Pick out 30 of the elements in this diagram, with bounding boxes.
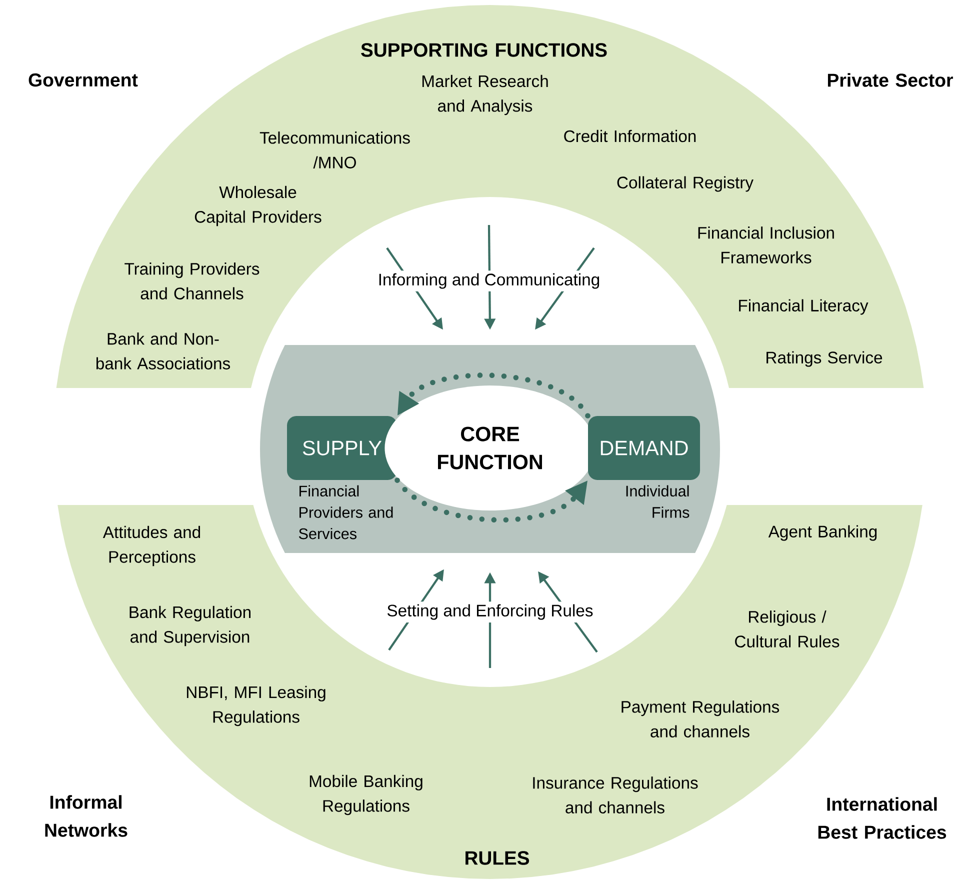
edge-label: Informing and Communicating [379,273,600,289]
band-heading: RULES [466,851,530,865]
region-label: Informal Networks [45,795,128,837]
item-text: NBFI, MFI Leasing Regulations [186,686,326,726]
edge-label: Setting and Enforcing Rules [387,604,593,620]
item-text: Market Research and Analysis [422,74,548,116]
item-text: Wholesale Capital Providers [194,186,322,226]
item-text: Collateral Registry [617,176,754,192]
region-label: International Best Practices [818,797,946,839]
item-text: Bank Regulation and Supervision [130,606,250,646]
region-label: Private Sector [828,73,953,87]
actor-box: DEMAND [588,416,700,480]
item-text: Payment Regulations and channels [622,700,780,738]
band-heading: SUPPORTING FUNCTIONS [361,43,607,57]
item-text: Training Providers and Channels [124,262,260,300]
item-text: Financial Inclusion Frameworks [698,226,834,264]
item-text: Religious / Cultural Rules [735,610,840,648]
region-label: Government [28,73,138,87]
item-text: Mobile Banking Regulations [310,774,422,816]
item-text: Credit Information [564,130,696,142]
item-text: Bank and Non-bank Associations [96,332,230,370]
item-text: Agent Banking [768,525,877,541]
caption-text: Individual Firms [626,485,690,518]
item-text: Ratings Service [766,351,882,367]
item-text: Financial Literacy [739,299,868,315]
dotted-arrow [398,372,590,418]
actor-box: SUPPLY [287,416,397,480]
item-text: Insurance Regulations and channels [533,776,698,814]
item-text: Telecommunications /MNO [260,132,410,168]
item-text: Attitudes and Perceptions [102,526,200,566]
